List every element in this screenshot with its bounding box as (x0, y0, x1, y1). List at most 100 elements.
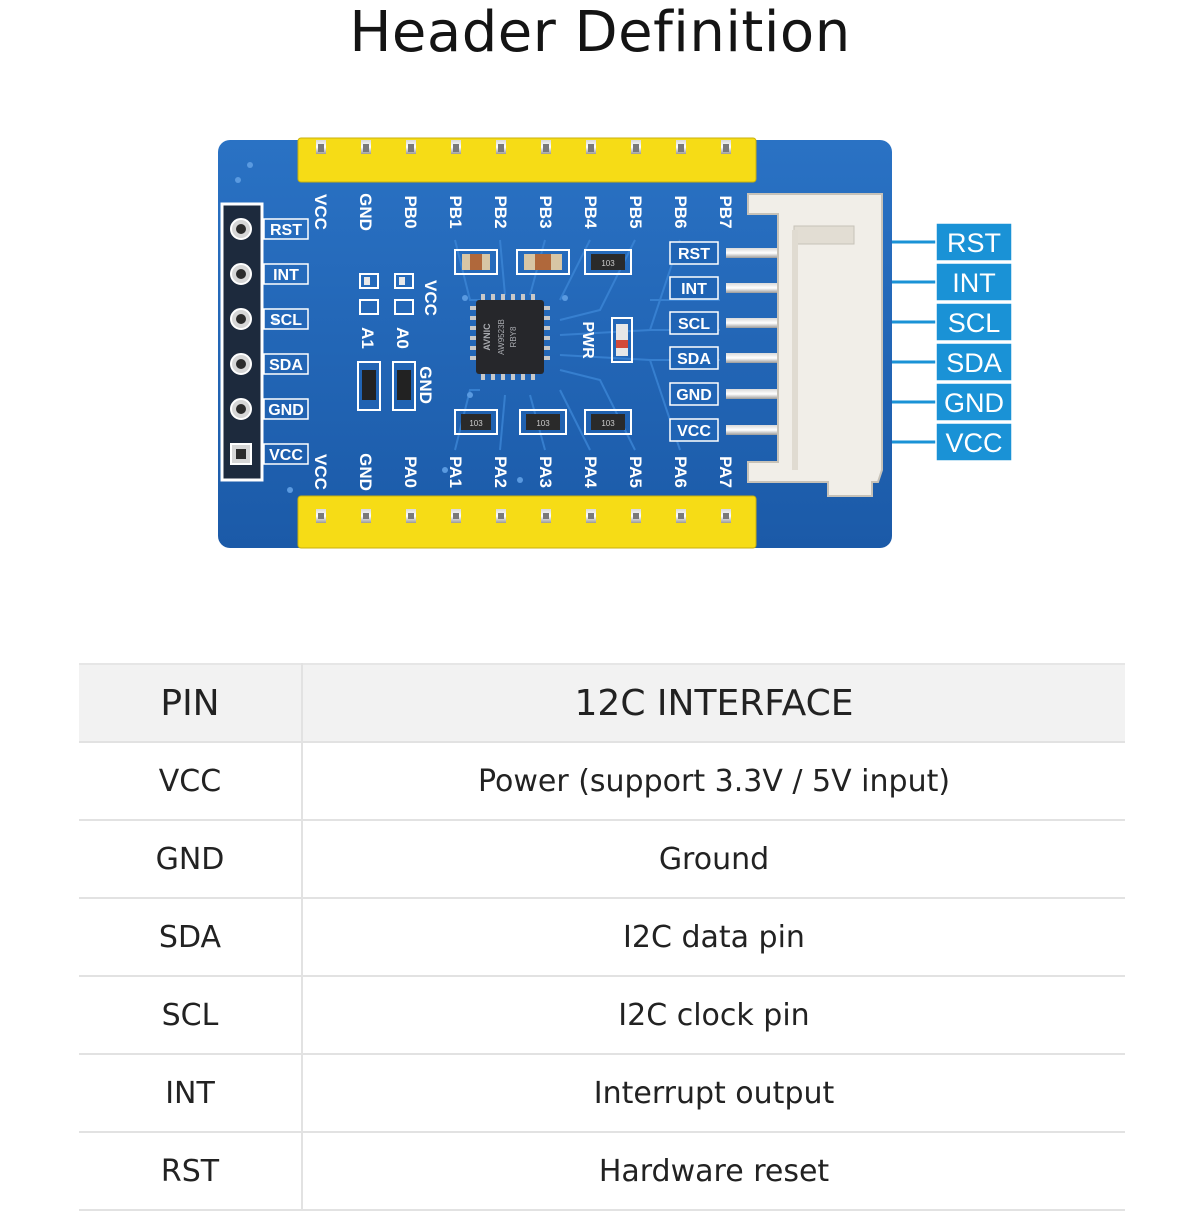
connector-pin (726, 389, 780, 399)
callout: RST (892, 222, 1013, 262)
top-header-label: PB0 (401, 195, 420, 228)
description-cell: Ground (302, 820, 1125, 899)
header-pin (230, 398, 252, 420)
top-header-label: PB6 (671, 195, 690, 228)
addr-a0-label: A0 (393, 327, 412, 349)
callout: INT (892, 262, 1013, 302)
callout-label: GND (944, 388, 1004, 418)
table-row: RST Hardware reset (79, 1132, 1125, 1211)
callout: SCL (892, 302, 1013, 342)
callout: SDA (892, 342, 1013, 382)
pin-cell: RST (79, 1132, 303, 1211)
header-pin (586, 140, 596, 154)
header-pin (230, 353, 252, 375)
header-pin (676, 140, 686, 154)
callout-label: VCC (945, 428, 1002, 458)
connector-label: VCC (677, 423, 711, 440)
header-pin (451, 140, 461, 154)
header-pin (230, 263, 252, 285)
bottom-header-label: PA4 (581, 456, 600, 488)
table-row: SCL I2C clock pin (79, 976, 1125, 1055)
header-pin (316, 140, 326, 154)
top-header-label: PB7 (716, 195, 735, 228)
addr-a1-label: A1 (358, 327, 377, 349)
pin-definition-table: PIN 12C INTERFACE VCC Power (support 3.3… (79, 663, 1125, 1211)
header-pin (230, 443, 252, 465)
resistor-code: 103 (536, 419, 550, 428)
connector-label: SCL (678, 316, 710, 333)
top-header-label: PB4 (581, 195, 600, 229)
callout-label: SCL (948, 308, 1001, 338)
header-interface: 12C INTERFACE (302, 663, 1125, 743)
ph2-connector (747, 193, 883, 497)
description-cell: Interrupt output (302, 1054, 1125, 1133)
pin-cell: VCC (79, 742, 303, 821)
header-pin (631, 140, 641, 154)
top-header-label: PB3 (536, 195, 555, 228)
left-header-label: GND (268, 402, 304, 419)
header-pin (451, 509, 461, 523)
header-pin (541, 140, 551, 154)
connector-pin (726, 353, 780, 363)
header-pin (631, 509, 641, 523)
resistor-code: 103 (601, 259, 615, 268)
header-pin (721, 140, 731, 154)
bottom-header-label: PA2 (491, 456, 510, 488)
addr-vcc-label: VCC (421, 280, 440, 316)
connector-label: SDA (677, 351, 711, 368)
top-header-label: PB5 (626, 195, 645, 228)
left-header-label: INT (273, 267, 299, 284)
bottom-header-label: VCC (311, 454, 330, 490)
table-header-row: PIN 12C INTERFACE (79, 663, 1125, 743)
chip-brand: AVNIC (482, 323, 492, 351)
ic-chip: AVNIC AW9523B RBY8 (470, 294, 550, 380)
description-cell: I2C clock pin (302, 976, 1125, 1055)
connector-pins (726, 248, 780, 435)
callout-label: SDA (946, 348, 1002, 378)
connector-label: GND (676, 387, 712, 404)
connector-pin (726, 318, 780, 328)
header-pin (361, 509, 371, 523)
header-pin (721, 509, 731, 523)
addr-gnd-label: GND (416, 366, 435, 404)
table-row: VCC Power (support 3.3V / 5V input) (79, 742, 1125, 821)
bottom-header-pins (316, 509, 731, 523)
description-cell: Hardware reset (302, 1132, 1125, 1211)
resistor-code: 103 (601, 419, 615, 428)
top-header-label: PB1 (446, 195, 465, 228)
header-pin (676, 509, 686, 523)
header-pin (496, 509, 506, 523)
bottom-header-label: PA0 (401, 456, 420, 488)
header-pin (406, 509, 416, 523)
pin-cell: SCL (79, 976, 303, 1055)
description-cell: Power (support 3.3V / 5V input) (302, 742, 1125, 821)
address-jumpers: VCC A1 A0 GND (357, 273, 440, 411)
header-pin (361, 140, 371, 154)
page-title: Header Definition (349, 0, 851, 65)
header-pin (230, 308, 252, 330)
bottom-header-label: PA5 (626, 456, 645, 488)
left-header-label: SCL (270, 312, 302, 329)
pcb-vias (235, 162, 763, 493)
left-header-pins (230, 218, 252, 465)
connector-label: INT (681, 281, 707, 298)
top-header-label: PB2 (491, 195, 510, 228)
callout: GND (892, 382, 1013, 422)
connector-pin (726, 248, 780, 258)
callout-label: RST (947, 228, 1001, 258)
pin-cell: INT (79, 1054, 303, 1133)
chip-code: RBY8 (509, 326, 518, 347)
header-pin: PIN (79, 663, 303, 743)
resistor-code: 103 (469, 419, 483, 428)
header-pin (316, 509, 326, 523)
connector-label: RST (678, 246, 710, 263)
callout: VCC (892, 422, 1013, 462)
left-header-label: SDA (269, 357, 303, 374)
left-pin-header (220, 202, 264, 482)
bottom-header-label: GND (356, 453, 375, 491)
bottom-header-label: PA6 (671, 456, 690, 488)
left-header-label: VCC (269, 447, 303, 464)
